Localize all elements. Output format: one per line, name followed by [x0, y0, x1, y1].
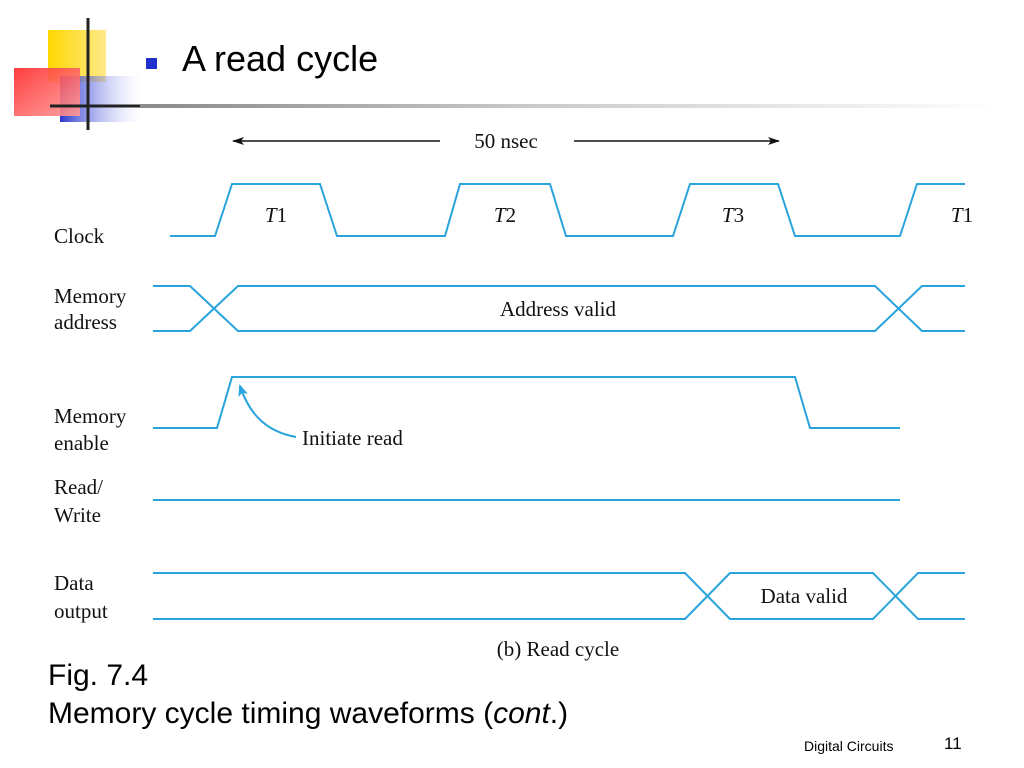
- footer-course-title: Digital Circuits: [804, 738, 894, 754]
- data-bus-waveform: [153, 572, 965, 620]
- address-bus-waveform: [153, 285, 965, 332]
- slide-title: A read cycle: [182, 38, 379, 79]
- initiate-read-label: Initiate read: [302, 426, 403, 450]
- caption-italic-text: cont: [493, 697, 550, 730]
- period-label-t3: T3: [722, 203, 744, 227]
- caption-figure-number: Fig. 7.4: [48, 659, 149, 692]
- address-valid-label: Address valid: [500, 297, 617, 321]
- timing-diagram: 50 nsec Clock T1 T2 T3 T1 Memory address…: [54, 129, 973, 661]
- address-label-line2: address: [54, 310, 117, 334]
- address-label-line1: Memory: [54, 284, 127, 308]
- clock-label: Clock: [54, 224, 105, 248]
- caption-suffix: .): [549, 697, 569, 730]
- period-label-t1: T1: [265, 203, 287, 227]
- title-divider: [140, 104, 1000, 108]
- enable-label-line2: enable: [54, 431, 109, 455]
- caption-text: Memory cycle timing waveforms (: [48, 697, 494, 730]
- period-label-t1-next: T1: [951, 203, 973, 227]
- enable-waveform: [153, 376, 900, 429]
- enable-label-line1: Memory: [54, 404, 127, 428]
- initiate-read-arrow: [238, 384, 297, 438]
- rw-label-line1: Read/: [54, 475, 103, 499]
- clock-waveform: [170, 183, 965, 237]
- title-bullet: [146, 58, 157, 69]
- data-label-line1: Data: [54, 571, 94, 595]
- caption-description: Memory cycle timing waveforms (cont.): [48, 695, 568, 733]
- rw-label-line2: Write: [54, 503, 101, 527]
- slide-logo: [14, 18, 142, 130]
- data-label-line2: output: [54, 599, 108, 623]
- diagram-subcaption: (b) Read cycle: [497, 637, 619, 661]
- figure-caption: Fig. 7.4 Memory cycle timing waveforms (…: [48, 657, 568, 733]
- page-number: 11: [944, 734, 962, 753]
- duration-label: 50 nsec: [474, 129, 538, 153]
- period-label-t2: T2: [494, 203, 516, 227]
- data-valid-label: Data valid: [761, 584, 848, 608]
